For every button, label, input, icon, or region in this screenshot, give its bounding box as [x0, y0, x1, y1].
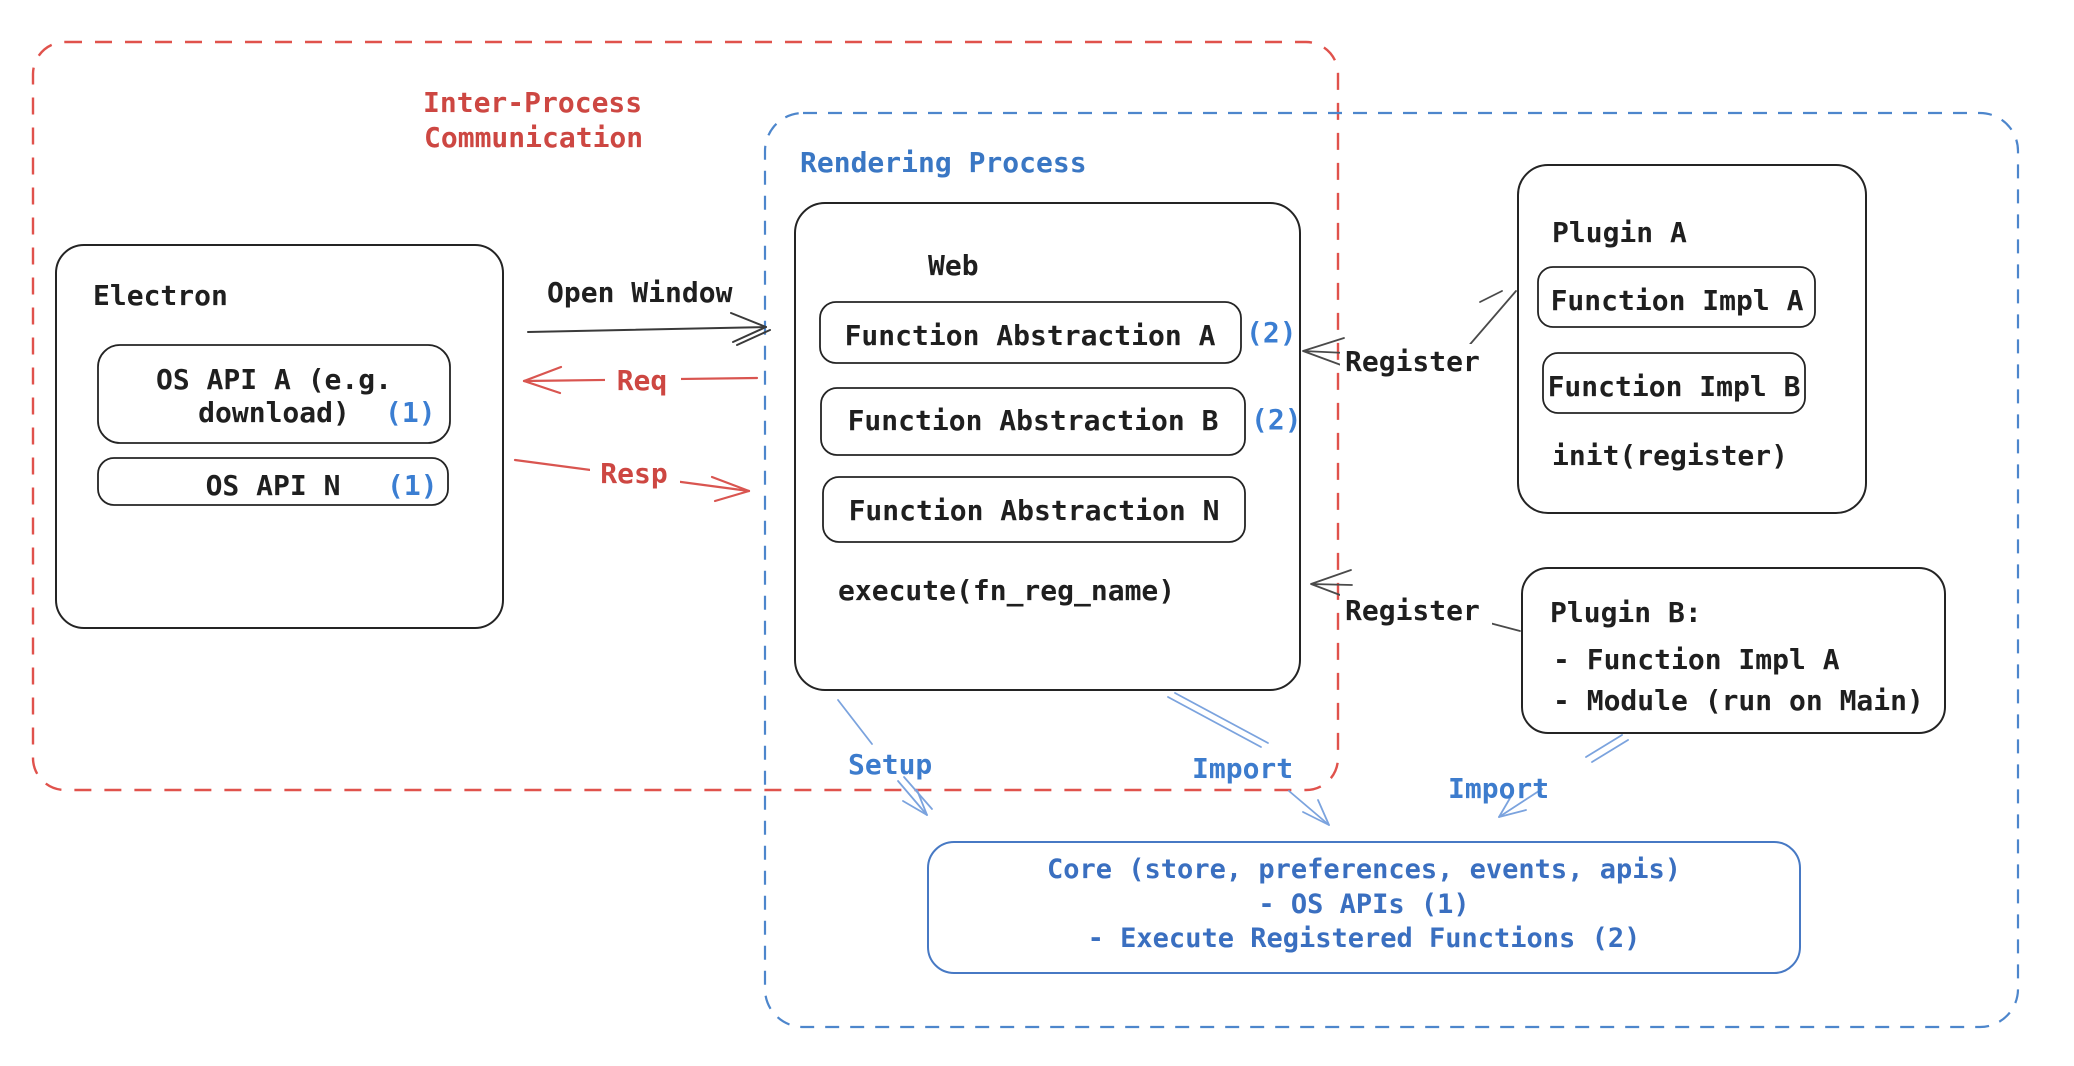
- open-window-arrow: Open Window: [527, 276, 771, 346]
- plugin-b-item1: - Function Impl A: [1553, 643, 1840, 676]
- function-abstraction-a-box: [819, 301, 1242, 364]
- import-plugin-core-label: Import: [1448, 772, 1549, 805]
- rendering-process-group-border: [763, 111, 2020, 1029]
- os-api-n-badge: (1): [387, 469, 438, 502]
- plugin-b-node: Plugin B: - Function Impl A - Module (ru…: [1521, 567, 1946, 734]
- open-window-line: [527, 326, 767, 333]
- req-label-bg: [605, 364, 681, 396]
- plugin-a-init-label: init(register): [1552, 439, 1788, 472]
- plugin-b-box: [1521, 567, 1946, 734]
- import-plugin-core-arrow: Import: [1448, 734, 1629, 818]
- open-window-arrowhead: [730, 312, 771, 346]
- resp-label: Resp: [600, 457, 667, 490]
- os-api-a-label-line2: download): [198, 396, 350, 429]
- function-impl-b-label: Function Impl B: [1548, 370, 1801, 403]
- open-window-label: Open Window: [547, 276, 733, 309]
- electron-node: Electron OS API A (e.g. download) (1) OS…: [55, 244, 504, 629]
- ipc-group-label-line2: Communication: [424, 121, 643, 154]
- os-api-n-box: [97, 457, 449, 506]
- import1-line-lower: [1288, 790, 1330, 826]
- function-abstraction-b-box: [820, 387, 1246, 456]
- os-api-a-label-line1: OS API A (e.g.: [156, 363, 392, 396]
- req-arrowhead: [522, 365, 563, 395]
- register-a-arrowhead: [1302, 337, 1347, 366]
- core-line1: Core (store, preferences, events, apis): [1047, 854, 1681, 885]
- function-abstraction-b-badge: (2): [1251, 403, 1302, 436]
- core-node: Core (store, preferences, events, apis) …: [927, 841, 1801, 974]
- core-box: [927, 841, 1801, 974]
- function-abstraction-n-label: Function Abstraction N: [849, 494, 1220, 527]
- function-abstraction-n-box: [822, 476, 1246, 543]
- register-a-line: [1465, 290, 1517, 350]
- function-impl-b-box: [1542, 352, 1806, 414]
- import1-arrowhead: [1302, 799, 1330, 826]
- electron-title: Electron: [93, 279, 228, 312]
- function-abstraction-b-label: Function Abstraction B: [848, 404, 1219, 437]
- import-web-core-label: Import: [1192, 752, 1293, 785]
- resp-label-bg: [590, 457, 680, 489]
- plugin-b-title: Plugin B:: [1550, 596, 1702, 629]
- core-line2: - OS APIs (1): [1258, 889, 1469, 920]
- resp-arrow: Resp: [513, 457, 751, 503]
- function-impl-a-box: [1537, 266, 1816, 328]
- plugin-b-item2: - Module (run on Main): [1553, 684, 1924, 717]
- os-api-a-box: [97, 344, 451, 444]
- register-plugin-b-arrow: Register: [1310, 569, 1521, 632]
- import-web-core-arrow: Import: [1167, 692, 1330, 826]
- ipc-group-border: [31, 40, 1340, 792]
- plugin-a-node: Plugin A Function Impl A Function Impl B…: [1517, 164, 1867, 514]
- register-plugin-a-arrow: Register: [1302, 290, 1517, 378]
- setup-label: Setup: [848, 748, 932, 781]
- web-node: Web Function Abstraction A (2) Function …: [794, 202, 1302, 691]
- import1-line-upper: [1167, 692, 1269, 748]
- resp-arrowhead: [710, 475, 751, 503]
- function-impl-a-label: Function Impl A: [1551, 284, 1804, 317]
- web-box: [794, 202, 1301, 691]
- import2-line: [1498, 788, 1543, 818]
- function-abstraction-a-badge: (2): [1246, 316, 1297, 349]
- register-a-label-bg: [1340, 344, 1492, 376]
- setup-line-lower: [897, 776, 933, 816]
- rendering-process-label: Rendering Process: [800, 146, 1087, 179]
- os-api-a-badge: (1): [385, 396, 436, 429]
- web-title: Web: [928, 249, 979, 282]
- req-label: Req: [617, 364, 668, 397]
- import2-tick: [1585, 734, 1629, 763]
- setup-arrow: Setup: [837, 699, 933, 816]
- web-execute-label: execute(fn_reg_name): [838, 574, 1175, 607]
- register-a-label: Register: [1345, 345, 1480, 378]
- import2-arrowhead: [1498, 792, 1527, 818]
- register-b-label-bg: [1340, 593, 1492, 625]
- core-line3: - Execute Registered Functions (2): [1088, 923, 1641, 954]
- function-abstraction-a-label: Function Abstraction A: [845, 319, 1216, 352]
- register-b-label: Register: [1345, 594, 1480, 627]
- plugin-a-box: [1517, 164, 1867, 514]
- electron-box: [55, 244, 504, 629]
- setup-line-upper: [837, 699, 873, 745]
- req-arrow: Req: [522, 364, 759, 397]
- setup-arrowhead: [902, 789, 928, 816]
- ipc-group-label-line1: Inter-Process: [423, 86, 642, 119]
- plugin-a-title: Plugin A: [1552, 216, 1687, 249]
- os-api-n-label: OS API N: [206, 469, 341, 502]
